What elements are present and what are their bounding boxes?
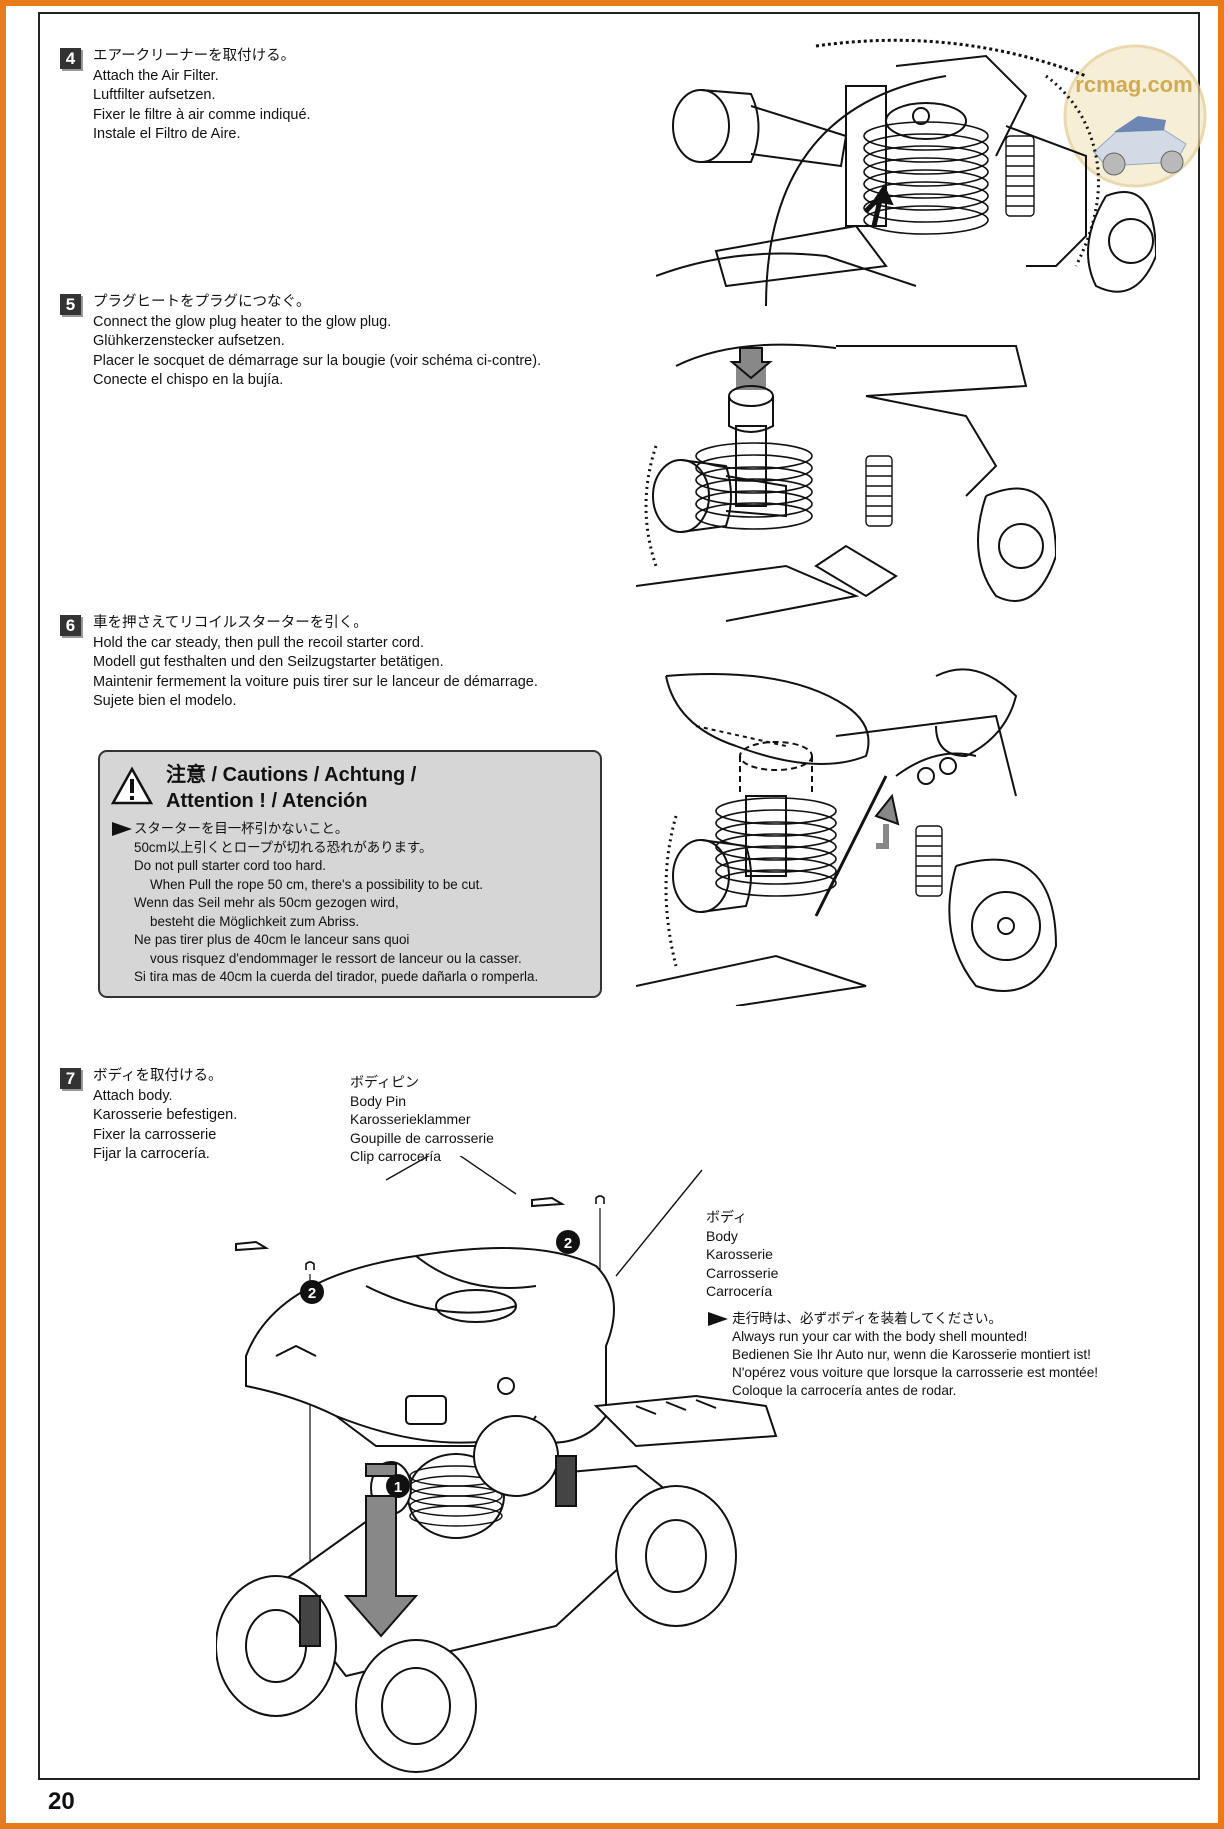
caution-line: vous risquez d'endommager le ressort de … bbox=[150, 950, 522, 966]
instruction-en: Attach body. bbox=[93, 1087, 173, 1104]
instruction-de: Modell gut festhalten und den Seilzugsta… bbox=[93, 654, 444, 670]
instruction-ja: プラグヒートをプラグにつなぐ。 bbox=[93, 294, 311, 310]
label-line: Carrosserie bbox=[706, 1264, 779, 1281]
callout-1: 1 bbox=[394, 1479, 402, 1496]
caution-line: スターターを目一杯引かないこと。 bbox=[134, 821, 349, 836]
pointer-arrow-icon bbox=[112, 822, 132, 836]
instruction-es: Instale el Filtro de Aire. bbox=[93, 126, 241, 142]
caution-line: Do not pull starter cord too hard. bbox=[134, 858, 327, 873]
instruction-en: Attach the Air Filter. bbox=[93, 67, 219, 84]
instruction-ja: ボディを取付ける。 bbox=[93, 1068, 223, 1084]
instruction-fr: Maintenir fermement la voiture puis tire… bbox=[93, 673, 538, 690]
caution-title-line-2: Attention ! / Atención bbox=[166, 790, 368, 812]
body-attach-illustration: 1 2 2 bbox=[216, 1156, 778, 1773]
page-number: 20 bbox=[48, 1788, 75, 1815]
step-instructions: 車を押さえてリコイルスターターを引く。 Hold the car steady,… bbox=[93, 614, 538, 712]
label-line: Carrocería bbox=[706, 1283, 773, 1299]
instruction-es: Conecte el chispo en la bujía. bbox=[93, 372, 284, 388]
label-line: Goupille de carrosserie bbox=[350, 1129, 494, 1146]
step-number: 5 bbox=[60, 294, 81, 315]
label-line: ボディ bbox=[706, 1209, 748, 1225]
callout-2-left: 2 bbox=[308, 1285, 316, 1302]
instruction-en: Connect the glow plug heater to the glow… bbox=[93, 313, 392, 330]
page-frame bbox=[38, 12, 1200, 1780]
instruction-en: Hold the car steady, then pull the recoi… bbox=[93, 634, 424, 651]
label-line: Body Pin bbox=[350, 1092, 407, 1109]
step-instructions: ボディを取付ける。 Attach body. Karosserie befest… bbox=[93, 1067, 237, 1165]
step-number: 4 bbox=[60, 48, 81, 69]
instruction-de: Luftfilter aufsetzen. bbox=[93, 87, 216, 103]
glow-plug-illustration bbox=[636, 343, 1056, 622]
instruction-de: Karosserie befestigen. bbox=[93, 1107, 238, 1123]
watermark-main-text: rcmag.com bbox=[1075, 72, 1192, 97]
instruction-fr: Fixer la carrosserie bbox=[93, 1126, 217, 1143]
caution-line: Ne pas tirer plus de 40cm le lanceur san… bbox=[134, 932, 410, 947]
caution-title-line-1: 注意 / Cautions / Achtung / bbox=[166, 764, 417, 786]
label-line: Clip carrocería bbox=[350, 1148, 442, 1164]
step-number: 6 bbox=[60, 615, 81, 636]
callout-2-right: 2 bbox=[564, 1235, 572, 1252]
instruction-es: Fijar la carrocería. bbox=[93, 1146, 210, 1162]
rcmag-watermark-logo: rcmag.com bbox=[1063, 44, 1207, 188]
air-filter-illustration bbox=[656, 38, 1156, 306]
body-pin-label: ボディピン Body Pin Karosserieklammer Goupill… bbox=[350, 1073, 494, 1166]
body-label: ボディ Body Karosserie Carrosserie Carrocer… bbox=[706, 1208, 778, 1301]
step-number: 7 bbox=[60, 1068, 81, 1089]
recoil-starter-illustration bbox=[636, 668, 1058, 1006]
warning-line: Bedienen Sie Ihr Auto nur, wenn die Karo… bbox=[732, 1347, 1091, 1362]
caution-line: When Pull the rope 50 cm, there's a poss… bbox=[150, 876, 484, 892]
warning-triangle-icon bbox=[110, 766, 154, 805]
instruction-es: Sujete bien el modelo. bbox=[93, 693, 237, 709]
caution-text: スターターを目一杯引かないこと。 50cm以上引くとロープが切れる恐れがあります… bbox=[112, 820, 538, 987]
caution-line: Si tira mas de 40cm la cuerda del tirado… bbox=[134, 969, 539, 984]
step-instructions: プラグヒートをプラグにつなぐ。 Connect the glow plug he… bbox=[93, 293, 541, 391]
warning-line: 走行時は、必ずボディを装着してください。 bbox=[732, 1311, 1003, 1326]
instruction-ja: 車を押さえてリコイルスターターを引く。 bbox=[93, 615, 368, 631]
label-line: Karosserieklammer bbox=[350, 1111, 471, 1127]
caution-title: 注意 / Cautions / Achtung / Attention ! / … bbox=[166, 762, 416, 814]
instruction-fr: Fixer le filtre à air comme indiqué. bbox=[93, 106, 311, 123]
warning-line: Coloque la carrocería antes de rodar. bbox=[732, 1383, 957, 1398]
label-line: Body bbox=[706, 1227, 738, 1244]
step-instructions: エアークリーナーを取付ける。 Attach the Air Filter. Lu… bbox=[93, 47, 311, 145]
instruction-ja: エアークリーナーを取付ける。 bbox=[93, 48, 296, 64]
caution-line: Wenn das Seil mehr als 50cm gezogen wird… bbox=[134, 895, 399, 910]
warning-line: N'opérez vous voiture que lorsque la car… bbox=[732, 1365, 1099, 1380]
body-warning: 走行時は、必ずボディを装着してください。 Always run your car… bbox=[708, 1310, 1098, 1400]
caution-box: 注意 / Cautions / Achtung / Attention ! / … bbox=[98, 750, 602, 998]
instruction-fr: Placer le socquet de démarrage sur la bo… bbox=[93, 352, 542, 369]
pointer-arrow-icon bbox=[708, 1312, 728, 1326]
manual-page: rcmag.com 4 エアークリーナーを取付ける。 Attach the Ai… bbox=[6, 6, 1218, 1823]
instruction-de: Glühkerzenstecker aufsetzen. bbox=[93, 333, 285, 349]
caution-line: besteht die Möglichkeit zum Abriss. bbox=[150, 913, 360, 929]
label-line: Karosserie bbox=[706, 1246, 773, 1262]
label-line: ボディピン bbox=[350, 1074, 420, 1090]
warning-line: Always run your car with the body shell … bbox=[732, 1329, 1028, 1344]
caution-line: 50cm以上引くとロープが切れる恐れがあります。 bbox=[134, 839, 433, 855]
